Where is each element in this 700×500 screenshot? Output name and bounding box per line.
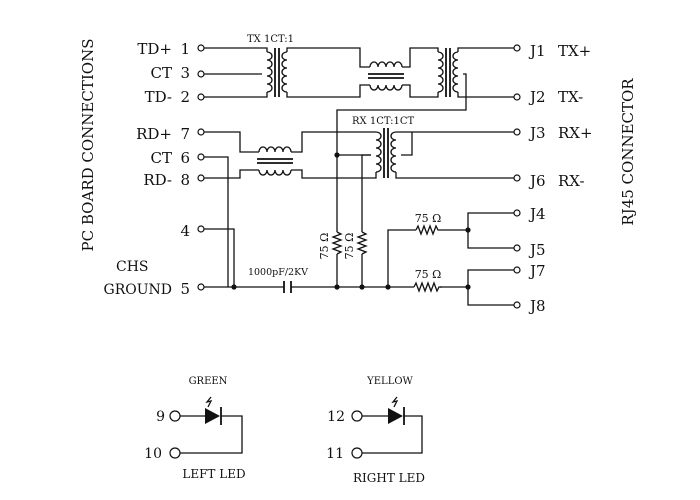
resistor-h2-label: 75 Ω	[415, 268, 442, 281]
pin-1-terminal	[197, 44, 205, 52]
j7-terminal	[513, 266, 521, 274]
junction-dots	[231, 152, 471, 290]
pin-rd-plus-name: RD+	[136, 125, 172, 143]
j3-terminal	[513, 128, 521, 136]
tx-transformer: TX 1CT:1	[247, 34, 459, 97]
jack-j2-signal: TX-	[558, 88, 583, 106]
right-pin-labels: J1 TX+ J2 TX- J3 RX+ J6 RX- J4 J5 J7 J8	[528, 42, 593, 315]
pin-td-plus-name: TD+	[137, 40, 172, 58]
pin-3-terminal	[197, 70, 205, 78]
right-led-diode-icon	[388, 408, 403, 424]
pin-rd-minus-name: RD-	[143, 171, 172, 189]
right-pin-terminals	[513, 44, 521, 309]
rj45-connector-label: RJ45 CONNECTOR	[619, 78, 637, 226]
j5-terminal	[513, 244, 521, 252]
jack-j7: J7	[528, 262, 546, 280]
left-led-color: GREEN	[189, 376, 228, 387]
right-led-color: YELLOW	[366, 376, 413, 387]
left-led-pin-b: 10	[144, 446, 162, 462]
pin-4-number: 4	[180, 222, 190, 240]
rx-transformer: RX 1CT:1CT	[257, 116, 415, 178]
resistor-h1-label: 75 Ω	[415, 212, 442, 225]
jack-j5: J5	[528, 241, 546, 259]
tx-choke-bottom-coil	[369, 84, 403, 91]
j2-terminal	[513, 93, 521, 101]
capacitor-label: 1000pF/2KV	[248, 267, 308, 278]
pin-8-terminal	[197, 174, 205, 182]
capacitor: 1000pF/2KV	[248, 267, 308, 293]
resistor-v1	[331, 231, 343, 255]
pin-1-number: 1	[180, 40, 190, 58]
pin-7-number: 7	[180, 125, 190, 143]
resistor-v2-label: 75 Ω	[343, 233, 356, 260]
pin-6-number: 6	[180, 149, 190, 167]
right-led-pin-b: 11	[326, 446, 344, 462]
left-led-pin-a-terminal	[169, 410, 181, 422]
j4-terminal	[513, 209, 521, 217]
jack-j3-signal: RX+	[558, 124, 593, 142]
resistor-h1	[415, 224, 440, 236]
j6-terminal	[513, 174, 521, 182]
j8-terminal	[513, 301, 521, 309]
right-led-pin-a: 12	[327, 409, 345, 425]
j1-terminal	[513, 44, 521, 52]
rx-primary-coil	[375, 131, 382, 173]
pin-td-minus-name: TD-	[145, 88, 172, 106]
wiring	[204, 47, 514, 306]
pin-6-terminal	[197, 153, 205, 161]
rx-transformer-label: RX 1CT:1CT	[352, 116, 415, 127]
right-led-pin-a-terminal	[351, 410, 363, 422]
pin-3-number: 3	[180, 64, 190, 82]
jack-j6: J6	[528, 172, 546, 190]
jack-j3: J3	[528, 124, 546, 142]
left-pin-labels: TD+ 1 CT 3 TD- 2 RD+ 7 CT 6 RD- 8 4 CHS …	[104, 40, 190, 298]
pin-5-number: 5	[180, 280, 190, 298]
left-led-caption: LEFT LED	[182, 467, 245, 481]
tx-choke-top-coil	[369, 61, 403, 68]
rx-secondary-coil	[390, 131, 397, 173]
rx-choke-top-coil	[258, 146, 292, 153]
right-led-caption: RIGHT LED	[353, 471, 425, 485]
rx-choke-bottom-coil	[258, 169, 292, 176]
tx-right-coil-b	[452, 51, 459, 93]
right-led: YELLOW 12 11 RIGHT LED	[326, 376, 425, 485]
jack-j1: J1	[528, 42, 546, 60]
left-led-diode-icon	[205, 408, 220, 424]
pin-4-terminal	[197, 225, 205, 233]
tx-secondary-coil	[281, 51, 288, 93]
tx-primary-coil	[266, 51, 273, 93]
left-led-light-icon	[205, 396, 213, 408]
pin-8-number: 8	[180, 171, 190, 189]
chs-label: CHS	[116, 259, 149, 275]
pin-7-terminal	[197, 128, 205, 136]
pin-2-number: 2	[180, 88, 190, 106]
right-led-light-icon	[391, 396, 399, 408]
resistor-v2	[356, 231, 368, 255]
jack-j4: J4	[528, 205, 546, 223]
resistor-v1-label: 75 Ω	[318, 233, 331, 260]
pin-ct-tx-name: CT	[151, 64, 172, 82]
pin-ct-rx-name: CT	[151, 149, 172, 167]
resistor-h2	[413, 281, 442, 293]
pc-board-label: PC BOARD CONNECTIONS	[79, 39, 97, 252]
jack-j8: J8	[528, 297, 546, 315]
jack-j6-signal: RX-	[558, 172, 585, 190]
pin-2-terminal	[197, 93, 205, 101]
left-led: GREEN 9 10 LEFT LED	[144, 376, 245, 481]
tx-right-coil-a	[437, 51, 444, 93]
pin-5-terminal	[197, 283, 205, 291]
jack-j1-signal: TX+	[558, 42, 591, 60]
tx-transformer-label: TX 1CT:1	[247, 34, 294, 45]
left-led-pin-b-terminal	[169, 447, 181, 459]
right-led-pin-b-terminal	[351, 447, 363, 459]
left-pin-terminals	[197, 44, 205, 291]
left-led-pin-a: 9	[156, 409, 165, 425]
resistors: 75 Ω 75 Ω 75 Ω 75 Ω	[318, 212, 442, 293]
pin-ground-name: GROUND	[104, 282, 172, 298]
jack-j2: J2	[528, 88, 546, 106]
